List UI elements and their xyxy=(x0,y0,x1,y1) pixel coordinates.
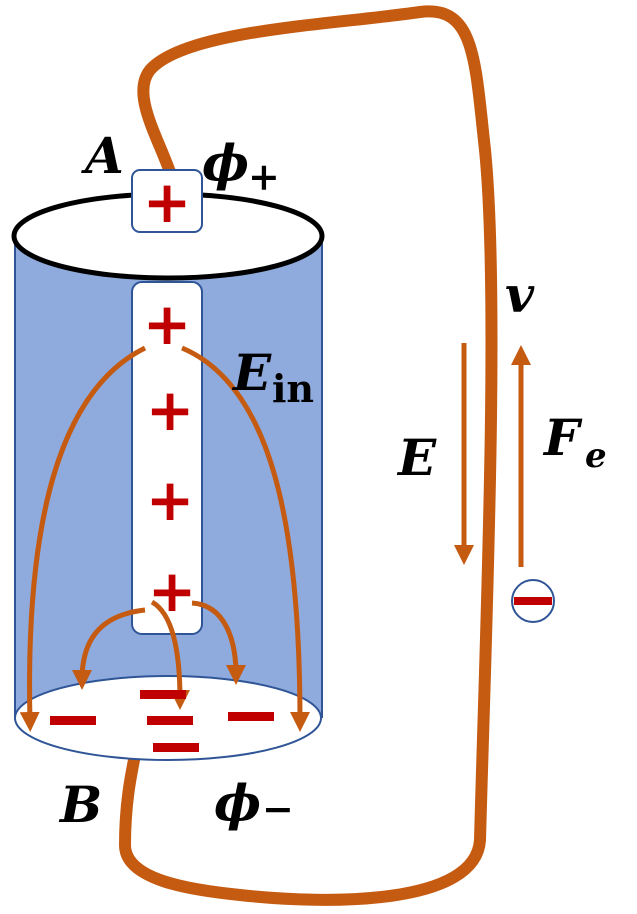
label-v: v xyxy=(505,265,535,324)
label-phi-minus: ϕ xyxy=(214,773,261,832)
negative-charge-2 xyxy=(140,690,186,699)
negative-charge-5 xyxy=(228,712,274,721)
electron-minus-sign xyxy=(514,597,552,605)
positive-charge-2: + xyxy=(146,376,195,444)
field-line-right-inner xyxy=(191,600,246,685)
negative-charge-4 xyxy=(153,743,199,752)
positive-rod xyxy=(131,281,203,635)
label-e-in-sub: in xyxy=(272,366,314,411)
positive-charge-terminal: + xyxy=(143,168,192,236)
field-line-center xyxy=(150,599,190,710)
label-fe: F xyxy=(542,408,583,467)
label-b: B xyxy=(58,775,102,834)
field-line-left-inner xyxy=(72,607,146,690)
label-fe-sub: e xyxy=(585,436,607,476)
label-e: E xyxy=(396,428,437,487)
label-e-in: E xyxy=(231,343,272,402)
circuit-wire xyxy=(118,5,498,906)
label-a: A xyxy=(81,126,124,185)
positive-charge-1: + xyxy=(143,290,192,358)
field-line-right-outer xyxy=(181,345,310,732)
label-phi-plus: ϕ xyxy=(202,133,249,192)
positive-charges: + + + + + xyxy=(143,168,197,625)
negative-charge-3 xyxy=(147,716,193,725)
positive-charge-4: + xyxy=(148,557,197,625)
positive-terminal xyxy=(131,169,203,233)
field-line-left-outer xyxy=(19,345,147,732)
negative-charge-1 xyxy=(50,716,96,725)
internal-field-lines xyxy=(19,345,310,732)
label-phi-plus-sub: + xyxy=(248,154,280,199)
label-phi-minus-sub: − xyxy=(262,786,294,831)
positive-charge-3: + xyxy=(146,466,195,534)
negative-charges xyxy=(50,690,274,752)
